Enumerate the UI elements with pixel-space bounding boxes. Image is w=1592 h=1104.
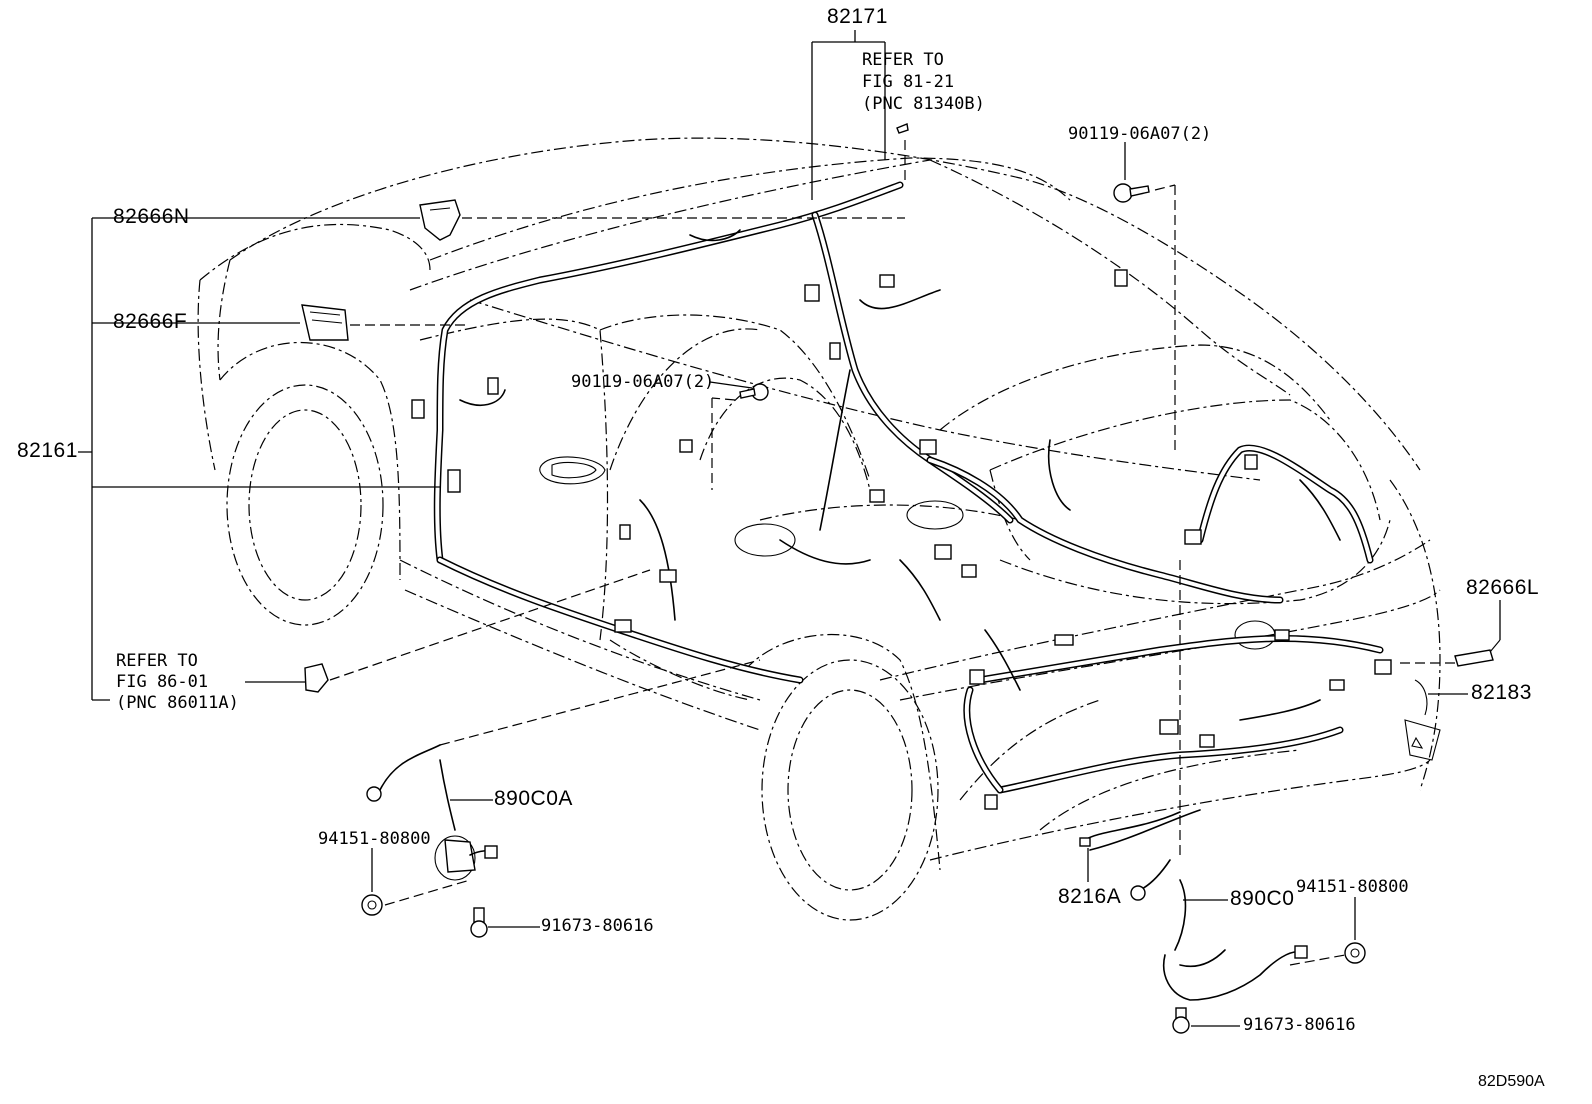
label-8216A: 8216A [1058,885,1122,908]
harness-connectors [411,269,1392,810]
bolt-91673-right-icon [1172,1007,1190,1034]
thin-wires [459,229,1341,851]
label-90119-mid: 90119-06A07(2) [571,372,715,392]
refer-part-86011A-icon [304,663,329,693]
refer-left-line3: (PNC 86011A) [116,693,239,713]
leader-lines [78,30,1501,1027]
label-82183: 82183 [1471,681,1532,704]
label-94151-left: 94151-80800 [318,829,431,849]
vehicle-body-outline [197,137,1441,921]
figure-id: 82D590A [1478,1073,1545,1090]
label-82161: 82161 [17,439,78,462]
bolt-90119-roof-icon [1113,183,1150,203]
part-8216A-icon [1079,811,1181,847]
label-82666F: 82666F [113,310,188,333]
bolt-90119-mid-icon [739,383,769,401]
sensor-890C0A-icon [366,744,498,881]
part-82183-icon [1414,679,1428,716]
roof-clip-icon [896,123,909,134]
sensor-890C0-icon [1130,859,1308,1001]
part-82666F-icon [301,304,349,341]
label-90119-roof: 90119-06A07(2) [1068,124,1212,144]
part-82666L-icon [1454,639,1501,667]
label-82666L: 82666L [1466,576,1540,599]
dashed-reference-lines [329,140,1455,966]
label-890C0A: 890C0A [494,787,573,810]
part-82666N-icon [419,199,461,241]
refer-roof-line3: (PNC 81340B) [862,94,985,114]
refer-left-line1: REFER TO [116,651,198,671]
label-82666N: 82666N [113,205,190,228]
label-94151-right: 94151-80800 [1296,877,1409,897]
label-82171: 82171 [827,5,888,28]
refer-roof-line2: FIG 81-21 [862,72,955,92]
refer-roof-line1: REFER TO [862,50,944,70]
clip-94151-right-icon [1344,942,1366,964]
bolt-91673-left-icon [470,907,488,938]
label-890C0: 890C0 [1230,887,1295,910]
wire-harness-82161 [433,181,1384,794]
clip-94151-left-icon [361,894,383,916]
label-91673-right: 91673-80616 [1243,1015,1356,1035]
refer-left-line2: FIG 86-01 [116,672,209,692]
label-91673-left: 91673-80616 [541,916,654,936]
